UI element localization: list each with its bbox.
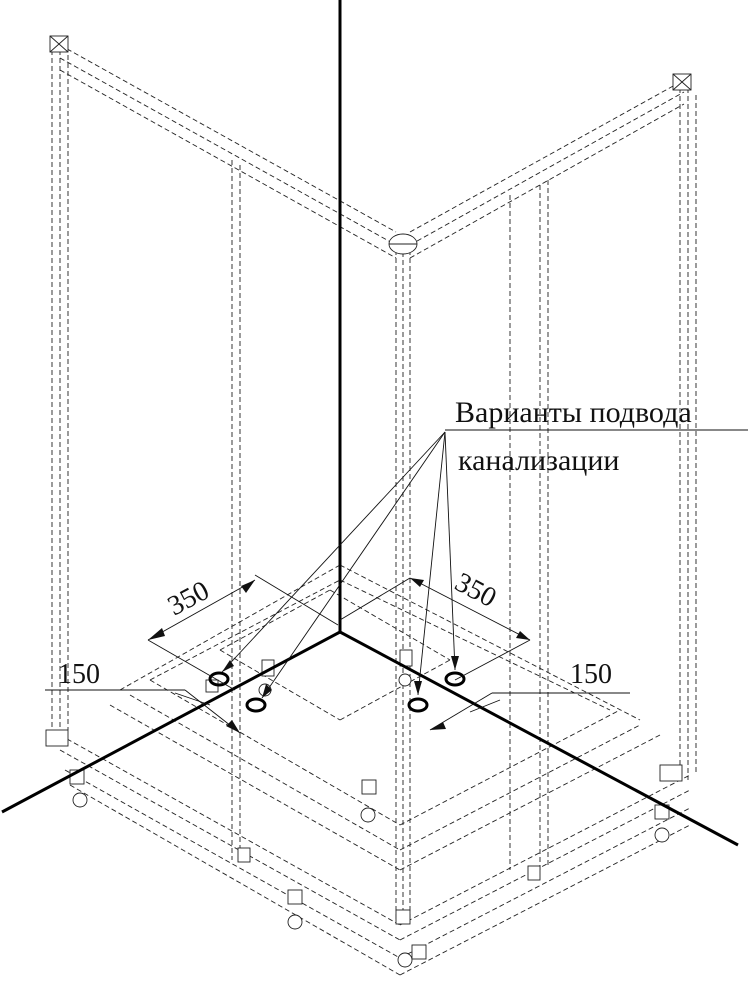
dimension-label-right-350: 350 — [450, 567, 502, 614]
dimension-label-left-150: 150 — [58, 659, 100, 690]
drain-hole-left-offset — [245, 697, 267, 713]
frame-brackets — [49, 35, 692, 255]
wall-axes — [1, 0, 739, 847]
callout-title-line1: Варианты подвода — [455, 396, 692, 429]
dimension-label-left-350: 350 — [163, 575, 215, 622]
drain-hole-right-offset — [407, 697, 429, 713]
drain-hole-right-wall — [444, 671, 466, 687]
dimension-label-right-150: 150 — [570, 659, 612, 690]
drain-outlet-options — [208, 671, 466, 713]
cabin-frame-hidden-lines — [51, 44, 697, 976]
callout-title-line2: канализации — [458, 444, 619, 477]
dimension-lines — [45, 574, 630, 734]
drain-hole-left-wall — [208, 671, 230, 687]
callout-leaders — [221, 429, 748, 699]
